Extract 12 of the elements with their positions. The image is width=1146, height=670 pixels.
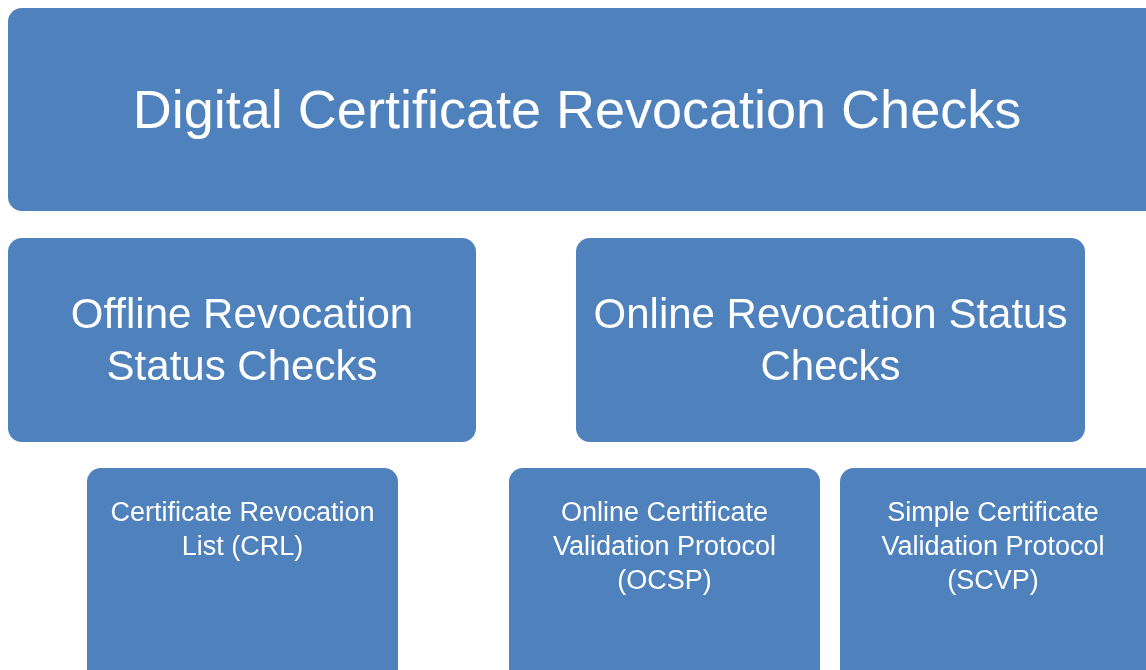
box-label: Offline Revocation Status Checks <box>69 288 415 391</box>
category-box <box>576 238 1085 442</box>
title-box <box>8 8 1146 211</box>
category-box <box>509 468 820 670</box>
category-box <box>8 238 476 442</box>
category-box <box>87 468 398 670</box>
title-text: Digital Certificate Revocation Checks <box>132 77 1022 141</box>
box-label: Simple Certificate Validation Protocol (SCVP) <box>880 496 1106 597</box>
box-label: Online Revocation Status Checks <box>592 288 1069 391</box>
category-box <box>840 468 1146 670</box>
box-label: Certificate Revocation List (CRL) <box>109 496 376 563</box>
box-label: Online Certificate Validation Protocol (OCSP) <box>551 496 778 597</box>
